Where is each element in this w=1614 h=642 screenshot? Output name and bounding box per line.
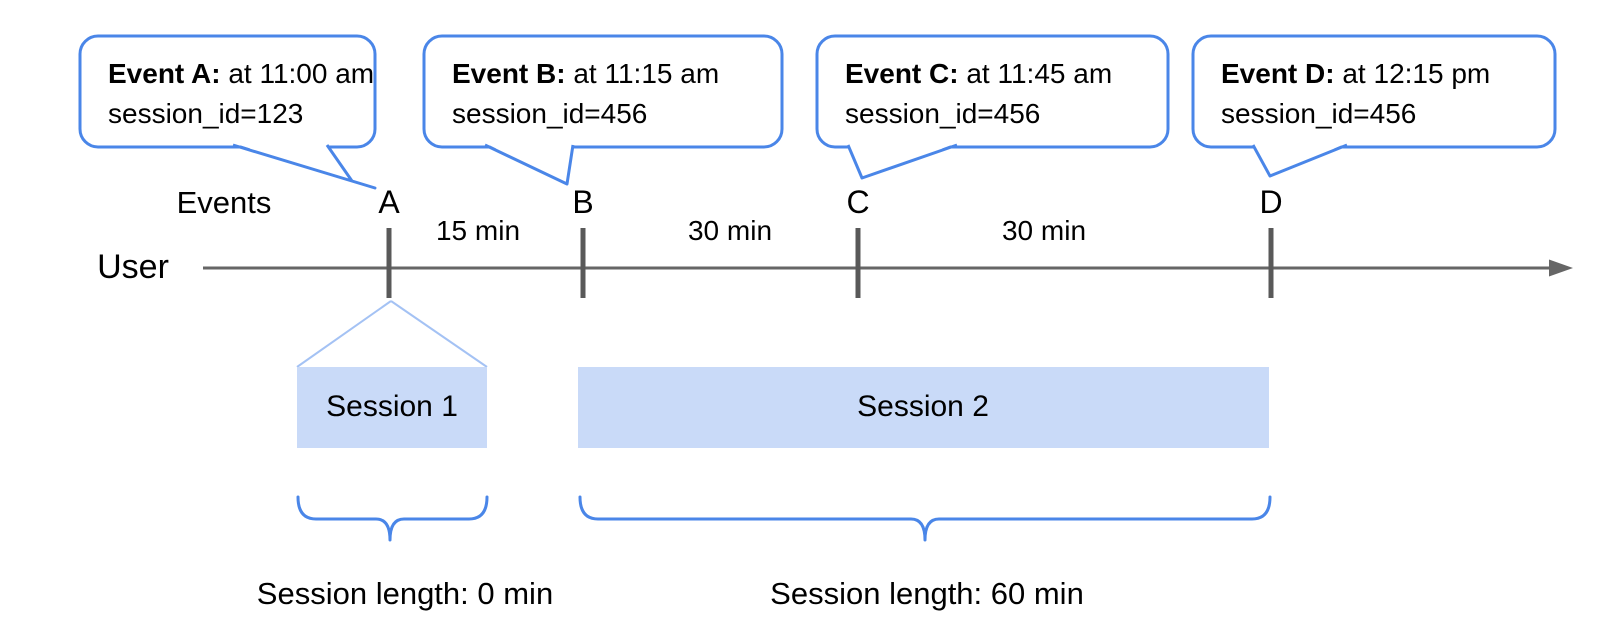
session-1-brace: [296, 495, 489, 542]
callout-b-line1: Event B: at 11:15 am: [452, 54, 719, 94]
callout-d-session-id: session_id=456: [1221, 98, 1417, 129]
callout-a-bubble: [78, 34, 377, 149]
event-marker-d: D: [1259, 184, 1283, 220]
events-label: Events: [176, 185, 272, 220]
callout-b-title: Event B:: [452, 58, 566, 89]
session-1-length-label: Session length: 0 min: [256, 576, 554, 611]
callout-b-bubble: [422, 34, 784, 149]
session-1-funnel: [296, 300, 488, 368]
callout-c-tail: [846, 143, 958, 180]
callout-c-session-id: session_id=456: [845, 98, 1041, 129]
session-2-length-label: Session length: 60 min: [770, 576, 1084, 611]
callout-c-tail-fill: [848, 143, 957, 178]
session-1-box: [297, 367, 487, 448]
callout-a-session-id: session_id=123: [108, 98, 304, 129]
callout-c-bubble: [815, 34, 1170, 149]
callout-c-title: Event C:: [845, 58, 959, 89]
callout-a-title: Event A:: [108, 58, 221, 89]
callout-b-tail: [484, 143, 575, 186]
callout-d-line1: Event D: at 12:15 pm: [1221, 54, 1490, 94]
session-2-brace: [578, 495, 1272, 542]
callout-d-tail-fill: [1253, 143, 1347, 176]
event-marker-a: A: [378, 184, 400, 220]
callout-a-detail: at 11:00 am: [228, 58, 375, 89]
callout-a-line1: Event A: at 11:00 am: [108, 54, 374, 94]
callout-b-detail: at 11:15 am: [573, 58, 720, 89]
event-marker-b: B: [572, 184, 594, 220]
timeline-arrowhead-icon: [1549, 259, 1573, 277]
callout-d-detail: at 12:15 pm: [1342, 58, 1491, 89]
user-label: User: [97, 248, 169, 286]
interval-label-ab: 15 min: [435, 215, 521, 246]
callout-c-text: Event C: at 11:45 am session_id=456: [845, 54, 1112, 134]
callout-a-tail: [232, 143, 377, 190]
callout-b-session-id: session_id=456: [452, 98, 648, 129]
callout-a-text: Event A: at 11:00 am session_id=123: [108, 54, 374, 134]
session-2-box: [578, 367, 1269, 448]
callout-b-tail-fill: [485, 143, 573, 184]
interval-label-bc: 30 min: [687, 215, 773, 246]
callout-b-text: Event B: at 11:15 am session_id=456: [452, 54, 719, 134]
callout-d-bubble: [1191, 34, 1557, 149]
callout-d-text: Event D: at 12:15 pm session_id=456: [1221, 54, 1490, 134]
callout-d-tail: [1251, 143, 1348, 178]
session-1-label: Session 1: [326, 390, 458, 423]
session-2-label: Session 2: [857, 390, 989, 423]
interval-label-cd: 30 min: [1001, 215, 1087, 246]
callout-c-line1: Event C: at 11:45 am: [845, 54, 1112, 94]
callout-c-detail: at 11:45 am: [966, 58, 1113, 89]
event-marker-c: C: [846, 184, 870, 220]
callout-d-title: Event D:: [1221, 58, 1335, 89]
